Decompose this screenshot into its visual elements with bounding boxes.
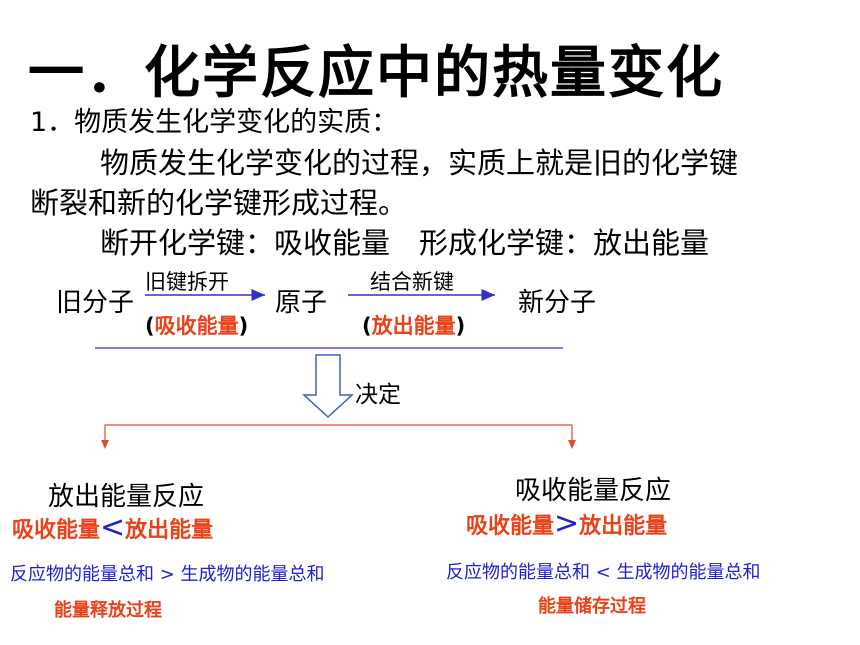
bond-forming-label: 结合新键 xyxy=(370,270,454,294)
branch-arrow-left xyxy=(101,440,109,449)
endothermic-process: 能量储存过程 xyxy=(538,596,646,617)
branch-arrow-right xyxy=(568,440,576,449)
exothermic-relation: 反应物的能量总和 > 生成物的能量总和 xyxy=(10,564,325,585)
endothermic-title: 吸收能量反应 xyxy=(515,476,672,506)
old-molecule-label: 旧分子 xyxy=(56,288,135,318)
release-energy-note: (放出能量) xyxy=(362,314,466,338)
bond-breaking-label: 旧键拆开 xyxy=(145,270,229,294)
decides-label: 决定 xyxy=(355,382,401,408)
page-title: 一．化学反应中的热量变化 xyxy=(28,41,724,106)
body-line-3: 断开化学键：吸收能量 形成化学键：放出能量 xyxy=(100,226,710,260)
absorb-energy-note: (吸收能量) xyxy=(145,314,249,338)
new-molecule-label: 新分子 xyxy=(518,288,597,318)
body-line-2: 断裂和新的化学键形成过程。 xyxy=(30,186,408,220)
exothermic-process: 能量释放过程 xyxy=(54,600,162,621)
exothermic-comparison: 吸收能量<放出能量 xyxy=(12,510,214,545)
exothermic-title: 放出能量反应 xyxy=(48,482,205,512)
hollow-down-arrow xyxy=(302,354,354,419)
branch-bracket xyxy=(104,424,573,447)
section-heading: 1．物质发生化学变化的实质： xyxy=(30,107,399,138)
body-line-1: 物质发生化学变化的过程，实质上就是旧的化学键 xyxy=(100,146,739,180)
endothermic-comparison: 吸收能量>放出能量 xyxy=(466,506,668,541)
endothermic-relation: 反应物的能量总和 < 生成物的能量总和 xyxy=(446,562,761,583)
atom-label: 原子 xyxy=(275,288,328,318)
